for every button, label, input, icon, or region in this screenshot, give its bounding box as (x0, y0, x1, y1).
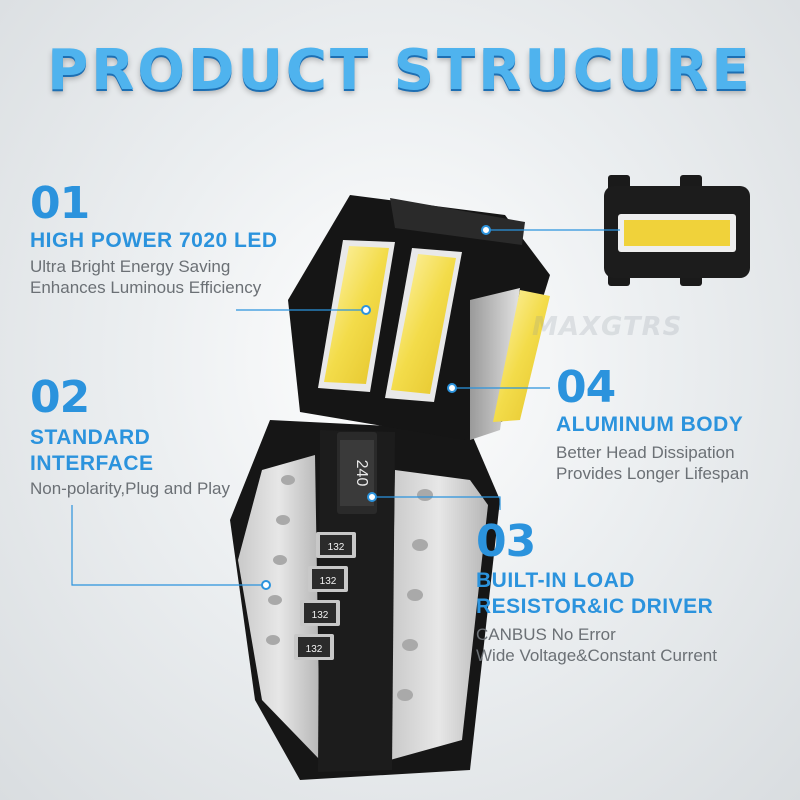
callout-lines (71, 229, 620, 586)
callout-dots (261, 225, 491, 590)
feature-heading: INTERFACE (30, 452, 154, 475)
resistor-row: 132 132 132 132 (294, 532, 356, 660)
resistor-label: 132 (328, 542, 345, 553)
led-chip-front (318, 240, 462, 402)
feature-description-line: Provides Longer Lifespan (556, 464, 749, 483)
side-fin (470, 288, 520, 440)
feature-heading: HIGH POWER 7020 LED (30, 229, 278, 252)
feature-description-line: Non-polarity,Plug and Play (30, 479, 231, 498)
end-view-inset (604, 175, 750, 286)
feature-number: 01 (30, 178, 90, 229)
feature-description-line: CANBUS No Error (476, 625, 616, 644)
feature-description-line: Ultra Bright Energy Saving (30, 257, 231, 276)
feature-heading: BUILT-IN LOAD (476, 569, 635, 592)
feature-heading: STANDARD (30, 426, 151, 449)
contact-plate-left (238, 455, 320, 760)
resistor-label: 132 (320, 576, 337, 587)
resistor-label: 132 (312, 610, 329, 621)
feature-number: 03 (476, 516, 536, 567)
feature-number: 02 (30, 372, 90, 423)
feature-number: 04 (556, 362, 616, 413)
diode-label: 240 (353, 460, 370, 487)
resistor-label: 132 (306, 644, 323, 655)
feature-description-line: Enhances Luminous Efficiency (30, 278, 262, 297)
feature-description-line: Better Head Dissipation (556, 443, 735, 462)
watermark: MAXGTRS (532, 312, 683, 342)
plate-dimples (266, 475, 433, 701)
feature-heading: ALUMINUM BODY (556, 413, 744, 436)
feature-heading: RESISTOR&IC DRIVER (476, 595, 714, 618)
led-chip-side (493, 290, 550, 422)
feature-description-line: Wide Voltage&Constant Current (476, 646, 717, 665)
page-title: PRODUCT STRUCURE (47, 38, 753, 103)
